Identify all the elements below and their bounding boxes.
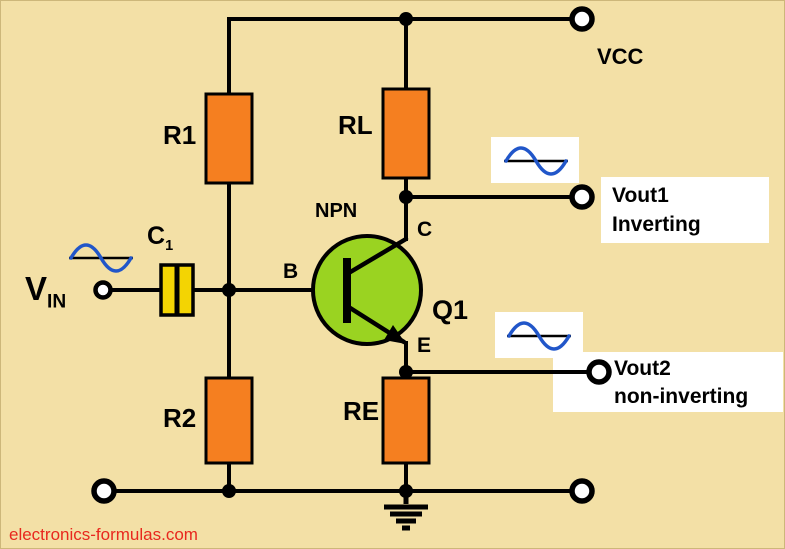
terminal-vcc (569, 6, 595, 32)
sine-wave-icon-vout2 (507, 321, 571, 351)
label-re: RE (343, 396, 380, 426)
emitter-arrow-icon (384, 325, 406, 344)
label-rl: RL (338, 110, 373, 140)
resistor-re (381, 376, 431, 465)
resistor-r2 (204, 376, 254, 465)
label-c1: C1 (147, 222, 174, 254)
label-vout1-mode: Inverting (612, 213, 701, 236)
sine-wave-icon-vout1 (504, 146, 568, 176)
terminal-vout2 (586, 359, 612, 385)
watermark-link[interactable]: electronics-formulas.com (9, 525, 198, 544)
label-vin: VIN (25, 270, 67, 313)
terminal-vout1 (569, 184, 595, 210)
label-npn: NPN (315, 200, 358, 222)
label-vout2: Vout2 (614, 357, 671, 380)
label-collector: C (417, 218, 433, 241)
label-r1: R1 (163, 120, 197, 150)
resistor-r1 (204, 92, 254, 185)
terminal-vin (93, 280, 113, 300)
junction-dot (399, 190, 413, 204)
junction-dot (399, 365, 413, 379)
terminal-ground-left (91, 478, 117, 504)
transistor-body (311, 234, 423, 346)
junction-dot (399, 12, 413, 26)
terminal-ground-right (569, 478, 595, 504)
label-vout2-mode: non-inverting (614, 385, 749, 408)
white-patch (601, 177, 769, 243)
label-base: B (283, 260, 299, 283)
label-vout1: Vout1 (612, 184, 669, 207)
junction-dot (222, 484, 236, 498)
ground-icon (384, 491, 428, 531)
label-vcc: VCC (597, 44, 644, 69)
label-emitter: E (417, 334, 432, 357)
label-r2: R2 (163, 403, 197, 433)
junction-dot (222, 283, 236, 297)
resistor-rl (381, 87, 431, 180)
sine-wave-icon-input (69, 243, 133, 273)
transistor-collector-lead (344, 236, 409, 277)
label-q1: Q1 (432, 295, 469, 325)
